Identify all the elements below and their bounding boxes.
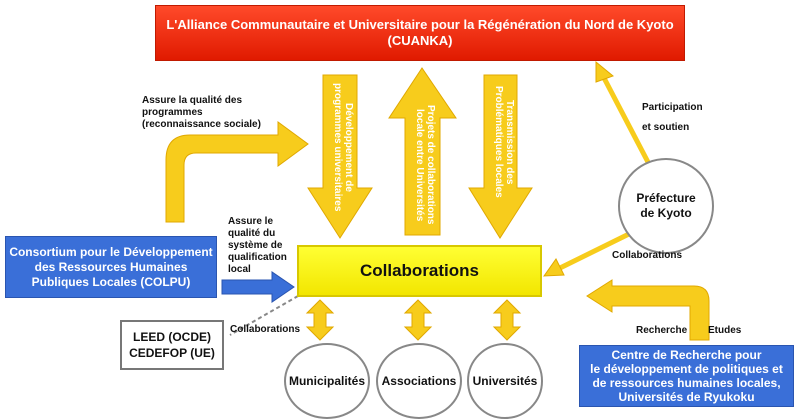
prefecture-circle: Préfecture de Kyoto [618,158,714,254]
arrow-down-transmission [468,74,533,239]
universites-label: Universités [472,374,538,388]
label-assure-systeme: Assure le qualité du système de qualific… [228,216,287,276]
ryukoku-box: Centre de Recherche pour le développemen… [579,345,794,407]
label-developpement: Développement de programmes universitair… [332,82,354,212]
arrow-down-dev [307,74,373,239]
collaborations-label: Collaborations [359,261,479,280]
double-arrow-assoc [403,299,433,341]
label-participation: Participation et soutien [642,98,703,138]
label-transmission: Transmission des Problématiques locales [493,86,515,198]
prefecture-line1: Préfecture [636,191,696,205]
label-assure-qualite: Assure la qualité des programmes (reconn… [142,95,261,131]
arrow-prefecture-collab [558,229,635,271]
label-assure-qualite-l2: programmes [142,107,203,118]
label-assure-qualite-l1: Assure la qualité des [142,95,243,106]
arrow-colpu-collab [221,271,295,303]
colpu-line2: des Ressources Humaines [34,259,188,274]
cuanka-title: L'Alliance Communautaire et Universitair… [166,17,674,32]
arrow-prefecture-cuanka [600,74,653,168]
arrow-bent-quality [165,121,309,223]
associations-label: Associations [381,374,457,388]
label-etudes: Etudes [708,325,742,336]
ryukoku-line4: Universités de Ryukoku [618,390,755,404]
ryukoku-line3: de ressources humaines locales, [592,376,781,390]
collaborations-box: Collaborations [297,245,542,297]
label-recherche: Recherche [636,325,688,336]
label-collaborations-right: Collaborations [612,250,683,261]
colpu-box: Consortium pour le Développement des Res… [5,236,217,298]
label-assure-systeme-l3: système de [228,240,283,251]
arrow-up-projets [388,67,457,236]
label-projets: Projets de collaborations locale entre U… [414,105,436,225]
dashed-leed-line [229,295,299,336]
municipalites-circle: Municipalités [284,343,370,419]
cuanka-box: L'Alliance Communautaire et Universitair… [155,5,685,61]
label-assure-systeme-l4: qualification [228,252,287,263]
prefecture-line2: de Kyoto [640,206,692,220]
municipalites-label: Municipalités [288,374,365,388]
leed-line2: CEDEFOP (UE) [129,346,215,360]
double-arrow-univ [492,299,522,341]
label-assure-systeme-l5: local [228,264,251,275]
ryukoku-line1: Centre de Recherche pour [611,348,762,362]
universites-circle: Universités [467,343,543,419]
cuanka-acronym: (CUANKA) [387,33,453,48]
label-assure-systeme-l2: qualité du [228,228,276,239]
colpu-line1: Consortium pour le Développement [9,244,213,259]
ryukoku-line2: le développement de politiques et [590,362,783,376]
double-arrow-muni [305,299,335,341]
leed-line1: LEED (OCDE) [133,330,211,344]
colpu-line3: Publiques Locales (COLPU) [31,274,191,289]
arrow-bent-ryukoku [586,279,710,341]
label-assure-qualite-l3: (reconnaissance sociale) [142,119,261,130]
label-collaborations-left: Collaborations [230,324,301,335]
label-assure-systeme-l1: Assure le [228,216,274,227]
leed-box: LEED (OCDE) CEDEFOP (UE) [120,320,224,370]
label-participation-l1: Participation [642,102,703,113]
associations-circle: Associations [376,343,462,419]
label-participation-l2: et soutien [642,122,690,133]
